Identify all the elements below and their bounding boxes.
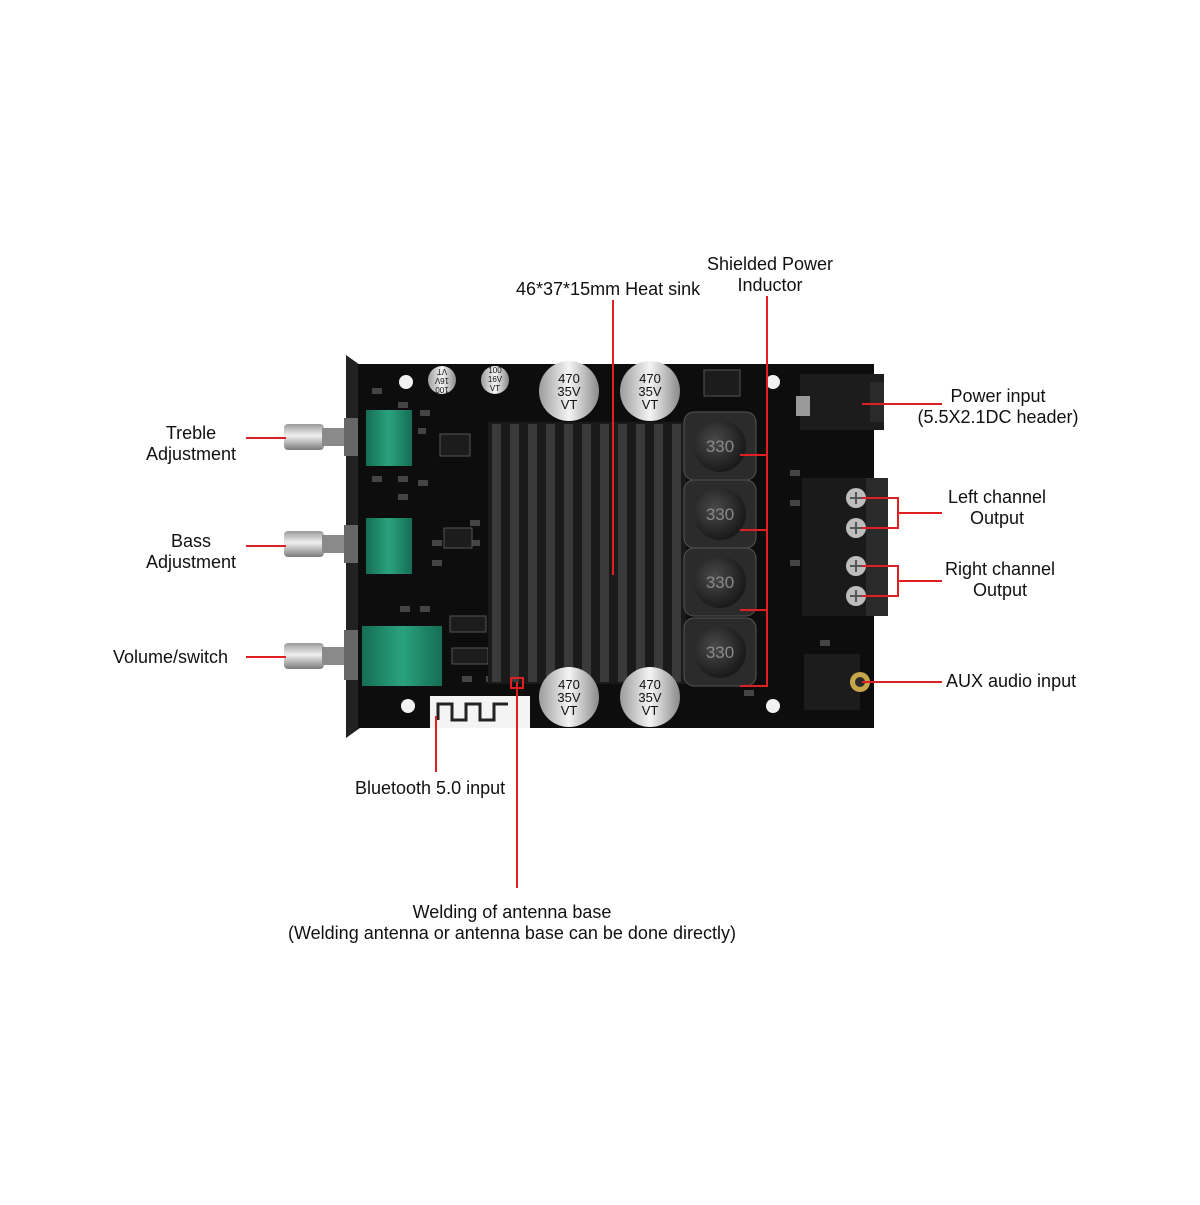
antenna-welding-line2: (Welding antenna or antenna base can be … <box>288 923 736 943</box>
heat-sink-fin <box>654 424 663 682</box>
shielded-inductor-label: Shielded Power Inductor <box>700 254 840 296</box>
shielded-power-inductor: 330 <box>683 479 757 549</box>
ic-chip <box>443 527 473 549</box>
power-input-line2: (5.5X2.1DC header) <box>917 407 1079 427</box>
heat-sink <box>488 422 686 684</box>
treble-potentiometer <box>366 410 412 466</box>
heat-sink-fin <box>672 424 681 682</box>
shielded-power-inductor: 330 <box>683 617 757 687</box>
svg-text:100: 100 <box>488 366 502 375</box>
antenna-welding-line1: Welding of antenna base <box>412 902 612 922</box>
heat-sink-fin <box>492 424 501 682</box>
bass-knob <box>284 525 358 563</box>
aux-input-text: AUX audio input <box>946 671 1077 691</box>
shielded-power-inductor: 330 <box>683 411 757 481</box>
capacitor-label: VT <box>642 397 659 412</box>
bass-line2: Adjustment <box>145 552 237 572</box>
treble-label: Treble Adjustment <box>136 423 246 465</box>
treble-line1: Treble <box>165 423 217 443</box>
heat-sink-fin <box>564 424 573 682</box>
capacitor-label: 470 <box>558 677 580 692</box>
dc-power-jack <box>796 374 884 430</box>
bass-potentiometer <box>366 518 412 574</box>
right-channel-label: Right channel Output <box>934 559 1066 601</box>
antenna-welding-label: Welding of antenna base (Welding antenna… <box>262 902 762 944</box>
volume-knob <box>284 630 358 680</box>
bass-line1: Bass <box>170 531 212 551</box>
capacitor-label: 35V <box>557 690 580 705</box>
svg-text:16V: 16V <box>434 376 449 385</box>
svg-text:16V: 16V <box>488 375 503 384</box>
callout-lines <box>246 296 942 888</box>
svg-text:VT: VT <box>437 367 447 376</box>
inductor-label: 330 <box>706 437 734 456</box>
capacitor-label: VT <box>561 397 578 412</box>
ic-chip <box>703 369 741 397</box>
shielded-inductor-line2: Inductor <box>737 275 803 295</box>
ic-chip <box>451 647 489 665</box>
bluetooth-antenna <box>430 696 530 728</box>
capacitor-label: 470 <box>639 371 661 386</box>
shielded-inductor-line1: Shielded Power <box>706 254 834 274</box>
small-capacitor: 100 16V VT <box>428 366 456 394</box>
aux-input-label: AUX audio input <box>946 671 1076 692</box>
volume-label: Volume/switch <box>113 647 228 668</box>
ic-chip <box>439 433 471 457</box>
capacitor-label: 35V <box>638 690 661 705</box>
volume-text: Volume/switch <box>113 647 229 667</box>
mount-hole <box>401 699 415 713</box>
heat-sink-fin <box>510 424 519 682</box>
left-channel-line2: Output <box>969 508 1025 528</box>
capacitor-label: 470 <box>558 371 580 386</box>
capacitor-label: VT <box>561 703 578 718</box>
heat-sink-text: 46*37*15mm Heat sink <box>516 279 701 299</box>
right-channel-line1: Right channel <box>944 559 1056 579</box>
mount-hole <box>399 375 413 389</box>
mount-hole <box>766 699 780 713</box>
treble-knob <box>284 418 358 456</box>
left-channel-label: Left channel Output <box>934 487 1060 529</box>
heat-sink-fin <box>618 424 627 682</box>
treble-line2: Adjustment <box>145 444 237 464</box>
volume-potentiometer <box>362 626 442 686</box>
capacitor-label: 470 <box>639 677 661 692</box>
inductor-label: 330 <box>706 643 734 662</box>
bluetooth-text: Bluetooth 5.0 input <box>355 778 506 798</box>
power-input-line1: Power input <box>950 386 1046 406</box>
shielded-power-inductor: 330 <box>683 547 757 617</box>
svg-text:VT: VT <box>490 384 500 393</box>
small-capacitor: 100 16V VT <box>481 366 509 394</box>
capacitor-label: 35V <box>557 384 580 399</box>
heat-sink-fin <box>546 424 555 682</box>
speaker-terminal-block <box>802 478 888 616</box>
inductor-label: 330 <box>706 505 734 524</box>
heat-sink-fin <box>636 424 645 682</box>
mount-hole <box>766 375 780 389</box>
capacitor-label: VT <box>642 703 659 718</box>
power-input-label: Power input (5.5X2.1DC header) <box>914 386 1082 428</box>
heat-sink-fin <box>600 424 609 682</box>
heat-sink-fin <box>582 424 591 682</box>
capacitor-label: 35V <box>638 384 661 399</box>
aux-jack <box>804 654 870 710</box>
bluetooth-label: Bluetooth 5.0 input <box>355 778 505 799</box>
right-channel-line2: Output <box>972 580 1028 600</box>
ic-chip <box>449 615 487 633</box>
heat-sink-fin <box>528 424 537 682</box>
heat-sink-label: 46*37*15mm Heat sink <box>516 279 700 300</box>
left-channel-line1: Left channel <box>947 487 1047 507</box>
inductor-label: 330 <box>706 573 734 592</box>
svg-text:100: 100 <box>435 385 449 394</box>
bass-label: Bass Adjustment <box>136 531 246 573</box>
